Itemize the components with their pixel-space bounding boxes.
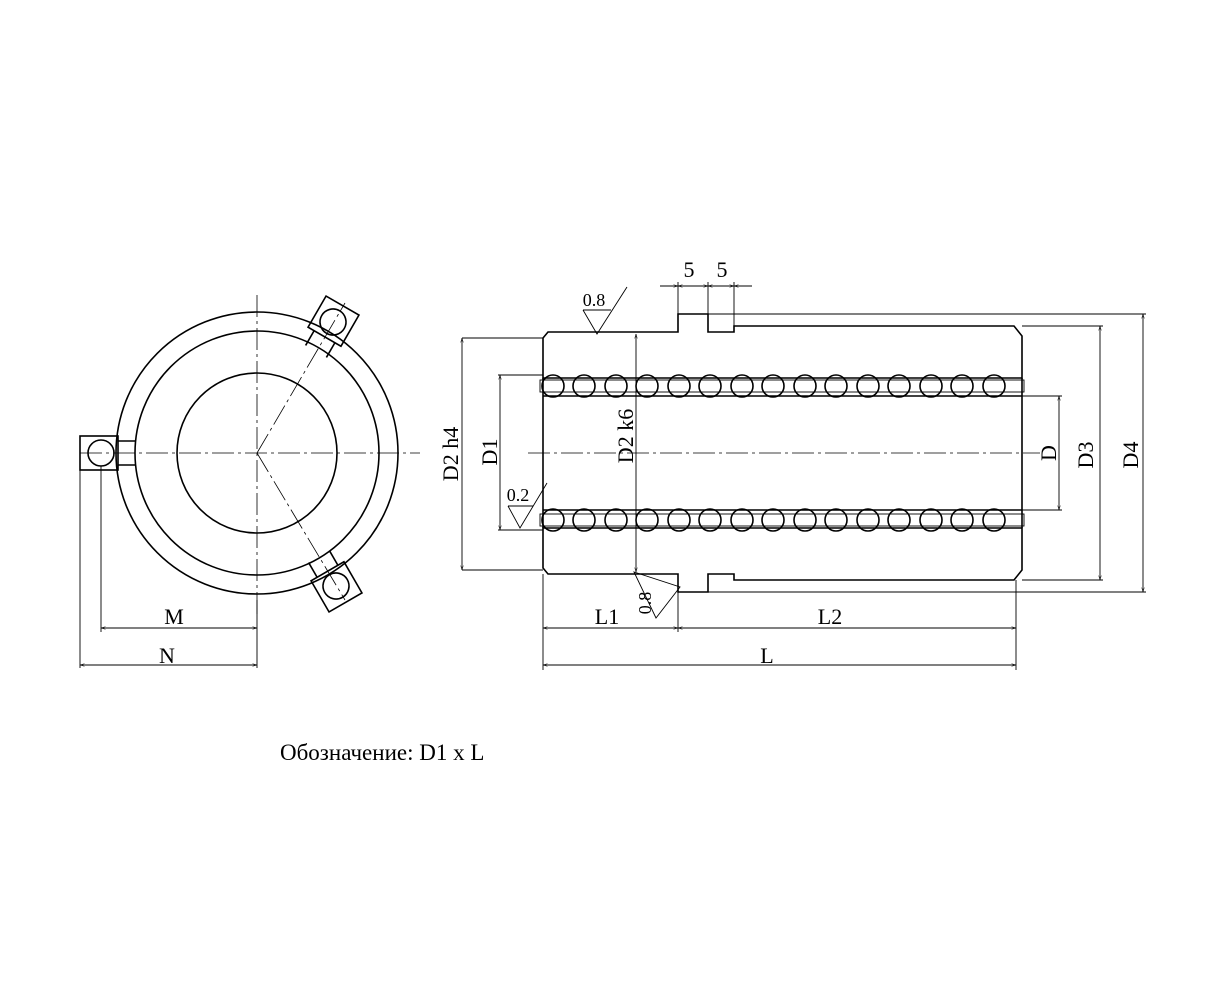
ball-row-bottom [541,508,1006,532]
housing-bottom [542,527,1023,593]
label-N: N [159,643,175,668]
upper-lug [304,294,361,358]
label-D1: D1 [477,439,502,466]
ball-row-top [541,374,1006,398]
label-L: L [760,643,773,668]
roughness-inner-value: 0.2 [507,485,530,505]
roughness-top-value: 0.8 [583,290,606,310]
label-groove-2: 5 [717,257,728,282]
housing-top [542,313,1023,379]
front-view: M N [79,294,420,668]
label-L1: L1 [595,604,619,629]
lug-ball [319,308,347,336]
label-groove-1: 5 [684,257,695,282]
label-D2k6: D2 k6 [613,409,638,463]
label-L2: L2 [818,604,842,629]
label-D3: D3 [1073,442,1098,469]
section-view: D2 h4 D1 D2 k6 D D3 D4 5 5 L1 L2 L 0.8 [438,257,1146,670]
label-D: D [1036,445,1061,461]
label-D2h4: D2 h4 [438,427,463,481]
label-M: M [164,604,184,629]
roughness-bottom-value: 0.8 [635,592,655,615]
label-D4: D4 [1118,442,1143,469]
roughness-top: 0.8 [582,286,628,335]
designation-caption: Обозначение: D1 x L [280,740,485,765]
roughness-inner: 0.2 [507,482,548,529]
lug-ball [322,572,350,600]
lower-lug [307,550,364,614]
roughness-bottom: 0.8 [633,571,681,619]
